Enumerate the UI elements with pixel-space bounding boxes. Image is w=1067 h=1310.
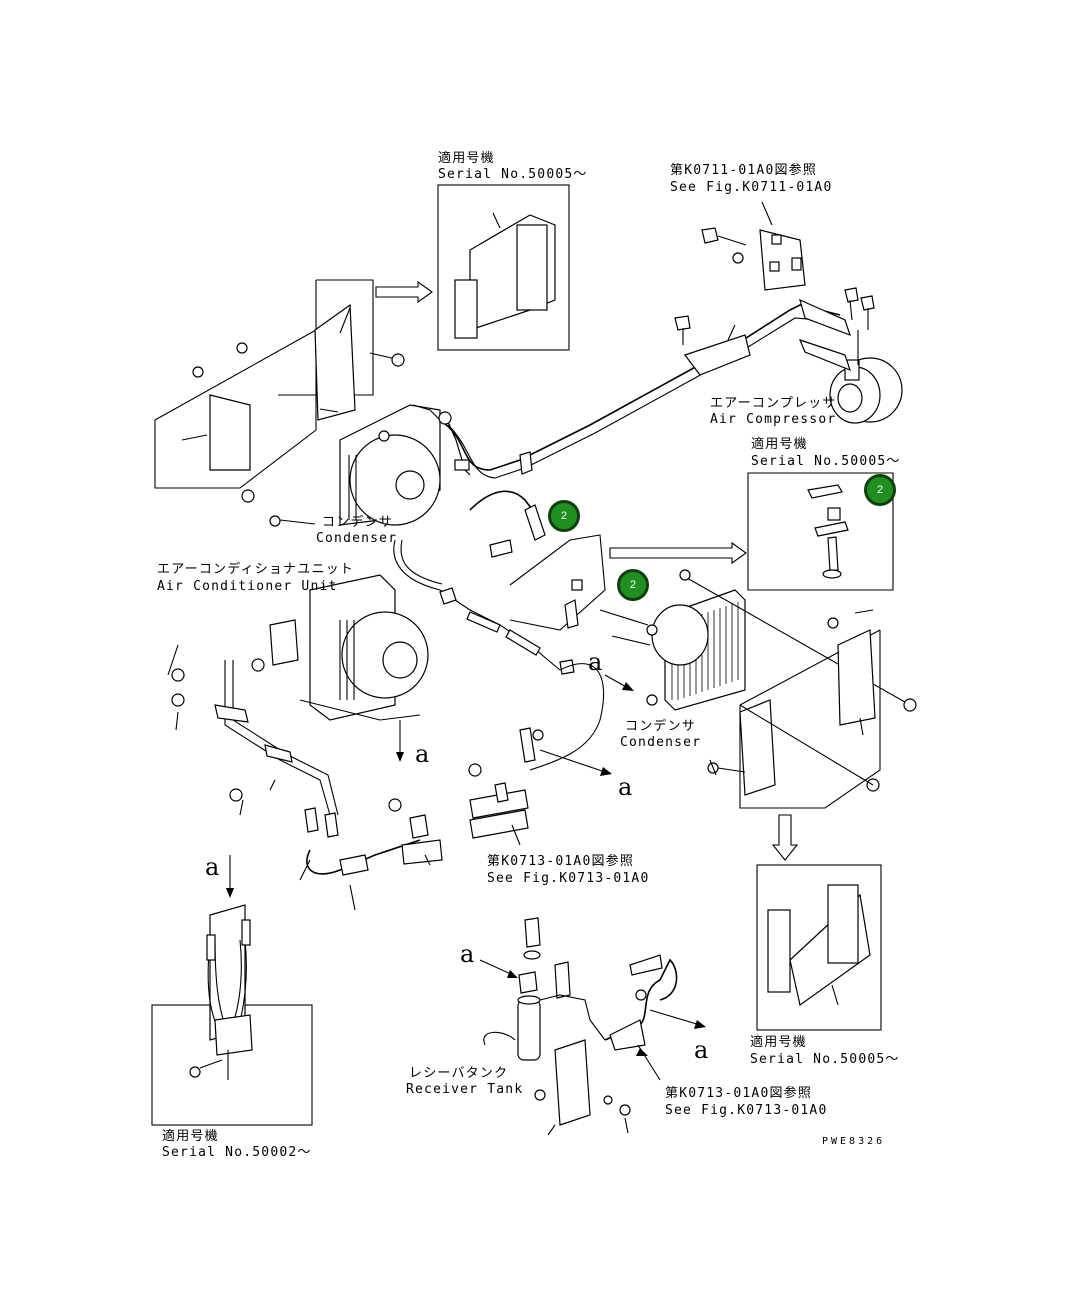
ref-k0713-a-en-label: See Fig.K0713-01A0 (487, 871, 650, 886)
direction-mark-a: a (588, 648, 603, 676)
mounting-plate-middle (509, 534, 606, 631)
inset-right-jp-label: 適用号機 (751, 437, 808, 452)
direction-mark-a: a (205, 853, 220, 881)
direction-mark-a: a (618, 773, 633, 801)
compressor-bracket (674, 201, 875, 345)
receiver-tank (483, 917, 678, 1126)
air-compressor (798, 298, 903, 424)
part-callout-2[interactable]: 2 (617, 569, 649, 601)
inset-bottom-right-serial-label: Serial No.50005～ (750, 1052, 900, 1067)
arrow-to-inset-right (609, 541, 747, 565)
direction-arrows (226, 674, 706, 1029)
compressor-en-label: Air Compressor (710, 412, 837, 427)
ref-k0713-b-en-label: See Fig.K0713-01A0 (665, 1103, 828, 1118)
inset-box-right (747, 472, 894, 591)
right-bracket-group (707, 617, 881, 809)
condenser-left-en-label: Condenser (316, 531, 398, 546)
ac-unit-en-label: Air Conditioner Unit (157, 579, 338, 594)
clamp-assembly (468, 727, 544, 846)
lower-left-piping (171, 658, 443, 876)
inset-box-top (437, 184, 570, 351)
inset-bottom-left-serial-label: Serial No.50002～ (162, 1145, 312, 1160)
condenser-right-en-label: Condenser (620, 735, 702, 750)
inset-box-bottom-left (151, 904, 313, 1126)
condenser-right-jp-label: コンデンサ (625, 719, 697, 734)
middle-hoses (393, 490, 605, 771)
air-conditioner-unit (269, 574, 429, 762)
inset-right-serial-label: Serial No.50005～ (751, 454, 901, 469)
ref-k0711-jp-label: 第K0711-01A0図参照 (670, 163, 818, 178)
arrow-to-inset-bottom-right (771, 814, 799, 861)
condenser-left (269, 404, 441, 527)
ref-k0713-b-jp-label: 第K0713-01A0図参照 (665, 1086, 813, 1101)
inset-bottom-left-jp-label: 適用号機 (162, 1129, 219, 1144)
leader-lines (167, 609, 874, 1136)
inset-top-jp-label: 適用号機 (438, 151, 495, 166)
receiver-tank-jp-label: レシーバタンク (409, 1066, 509, 1081)
left-bracket-group (154, 279, 405, 503)
refrigerant-line-top (438, 304, 841, 479)
direction-mark-a: a (694, 1036, 709, 1064)
inset-box-bottom-right (756, 864, 882, 1031)
compressor-jp-label: エアーコンプレッサ (710, 396, 837, 411)
ac-unit-jp-label: エアーコンディショナユニット (157, 562, 355, 577)
part-callout-2[interactable]: 2 (548, 500, 580, 532)
direction-mark-a: a (415, 740, 430, 768)
arrow-to-inset-top (375, 280, 433, 304)
direction-mark-a: a (460, 940, 475, 968)
inset-bottom-right-jp-label: 適用号機 (750, 1035, 807, 1050)
inset-top-serial-label: Serial No.50005～ (438, 167, 588, 182)
ref-k0711-en-label: See Fig.K0711-01A0 (670, 180, 833, 195)
ref-k0713-a-jp-label: 第K0713-01A0図参照 (487, 854, 635, 869)
condenser-left-jp-label: コンデンサ (322, 515, 394, 530)
part-callout-2[interactable]: 2 (864, 474, 896, 506)
receiver-tank-en-label: Receiver Tank (406, 1082, 524, 1097)
drawing-code: PWE8326 (822, 1136, 886, 1147)
